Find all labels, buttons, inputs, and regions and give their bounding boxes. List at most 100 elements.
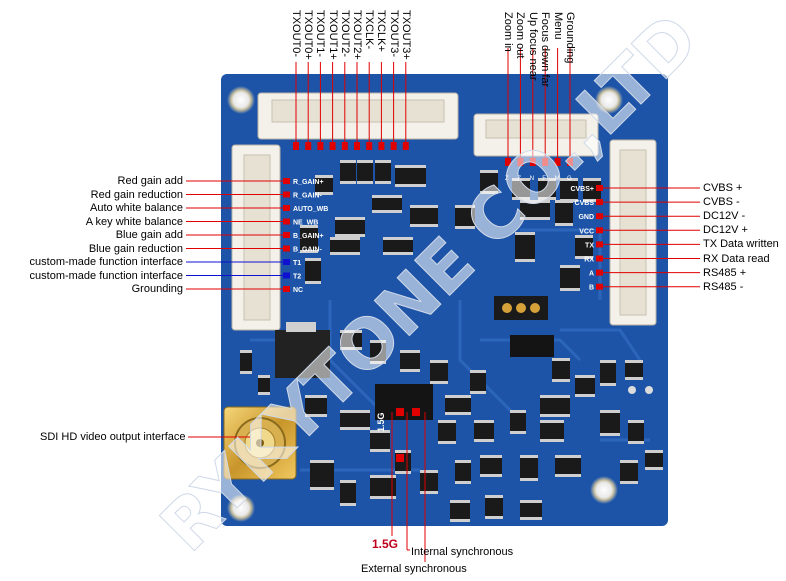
- smd-part: [375, 160, 391, 184]
- smd-part: [575, 235, 593, 259]
- pin-pad-topright-1: [517, 158, 524, 166]
- pin-pad-left-1: [283, 191, 290, 198]
- mount-hole-tl: [227, 86, 255, 114]
- silk-right-1: CVBS: [575, 200, 595, 207]
- ic-chip: [510, 335, 554, 357]
- pin-pad-left-8: [283, 286, 290, 292]
- smd-part: [430, 360, 448, 384]
- mount-hole-tr: [595, 86, 623, 114]
- top-pin-label-9: TXOUT3+: [399, 10, 412, 60]
- silk-right-4: TX: [585, 242, 594, 249]
- regulator-chip: [275, 330, 330, 378]
- pin-pad-right-2: [596, 213, 603, 220]
- label-internal-synchronous: Internal synchronous: [411, 546, 514, 558]
- left-label-4: Blue gain add: [115, 229, 183, 241]
- smd-part: [445, 395, 471, 415]
- sdi-label: SDI HD video output interface: [40, 431, 186, 443]
- smd-part: [480, 170, 498, 194]
- pin-pad-right-7: [596, 283, 603, 290]
- smd-part: [357, 160, 373, 184]
- silk-left-0: R_GAIN+: [293, 179, 324, 186]
- pin-pad-right-6: [596, 269, 603, 276]
- pin-pad-right-5: [596, 255, 603, 262]
- silk-right-7: B: [589, 285, 594, 292]
- top-pin-label-1: TXOUT0+: [302, 10, 315, 60]
- smd-part: [300, 225, 318, 253]
- smd-part: [540, 395, 570, 417]
- left-label-3: A key white balance: [85, 215, 183, 228]
- smd-part: [560, 178, 578, 202]
- pin-pad-right-0: [596, 185, 603, 191]
- silk-right-3: VCC: [579, 228, 594, 235]
- smd-part: [628, 420, 644, 444]
- topright-pin-label-5: Grounding: [564, 12, 576, 64]
- smd-part: [438, 420, 456, 444]
- smd-part: [370, 430, 390, 452]
- label-1-5g: 1.5G: [372, 537, 399, 551]
- smd-part: [305, 258, 321, 284]
- smd-part: [512, 178, 530, 200]
- top-pin-label-7: TXCLK+: [375, 10, 388, 52]
- smd-part: [575, 375, 595, 397]
- top-pin-label-4: TXOUT2-: [338, 10, 351, 58]
- pin-pad-left-6: [283, 259, 290, 265]
- left-label-7: custom-made function interface: [29, 269, 183, 282]
- topright-pin-label-3: Focus down far: [539, 12, 552, 88]
- pin-pad-topright-3: [542, 158, 549, 166]
- smd-part: [340, 160, 356, 184]
- topright-pin-label-0: Zoom in: [502, 12, 514, 52]
- jumper-pad-1-5g: [396, 408, 404, 416]
- top-pin-label-3: TXOUT1+: [326, 10, 339, 60]
- smd-part: [620, 460, 638, 484]
- silk-left-7: T2: [293, 274, 301, 281]
- silk-left-8: NC: [293, 287, 303, 294]
- right-label-2: DC12V -: [703, 210, 746, 223]
- smd-part: [455, 205, 475, 229]
- left-label-5: Blue gain reduction: [88, 242, 183, 255]
- topright-pin-label-2: Up focus near: [526, 12, 539, 81]
- smd-part: [515, 232, 535, 262]
- silk-right-6: A: [589, 271, 594, 278]
- smd-part: [372, 195, 402, 213]
- smd-part: [552, 358, 570, 382]
- smd-part: [625, 360, 643, 380]
- right-label-4: TX Data written: [703, 238, 779, 251]
- topright-pin-label-4: Menu: [551, 12, 564, 40]
- smd-part: [520, 455, 538, 481]
- top-pin-label-2: TXOUT1-: [314, 10, 327, 58]
- topright-pin-label-1: Zoom out: [514, 12, 527, 59]
- pin-pad-left-2: [283, 205, 290, 211]
- silk-1-5g: 1.5G: [376, 412, 386, 432]
- smd-part: [383, 237, 413, 255]
- right-label-1: CVBS -: [703, 196, 740, 209]
- pin-pad-topright-4: [554, 158, 561, 166]
- silk-right-5: RX: [584, 257, 594, 264]
- silk-left-2: AUTO_WB: [293, 206, 328, 213]
- leader-lines: [186, 48, 700, 562]
- smd-part: [240, 350, 252, 374]
- pin-pad-topright-0: [505, 158, 511, 166]
- silk-left-3: NE_WB: [293, 220, 318, 227]
- silk-left-5: B_GAIN-: [293, 247, 322, 254]
- right-label-6: RS485 +: [703, 266, 747, 279]
- smd-part: [410, 205, 438, 227]
- smd-part: [315, 175, 333, 195]
- pin-pad-left-3: [283, 218, 290, 225]
- silk-topright-4: M: [555, 176, 560, 182]
- right-label-5: RX Data read: [703, 252, 770, 265]
- smd-part: [455, 460, 471, 484]
- smd-part: [258, 375, 270, 395]
- pin-pad-right-1: [596, 199, 603, 206]
- smd-part: [470, 370, 486, 394]
- silk-topright-1: Z: [517, 176, 521, 182]
- silk-topright-5: G: [567, 176, 572, 182]
- smd-part: [538, 178, 556, 200]
- smd-part: [560, 265, 580, 291]
- label-external-synchronous: External synchronous: [361, 563, 467, 575]
- smd-part: [335, 217, 365, 237]
- left-label-8: Grounding: [131, 283, 183, 295]
- smd-part: [340, 330, 362, 350]
- smd-part: [540, 420, 564, 442]
